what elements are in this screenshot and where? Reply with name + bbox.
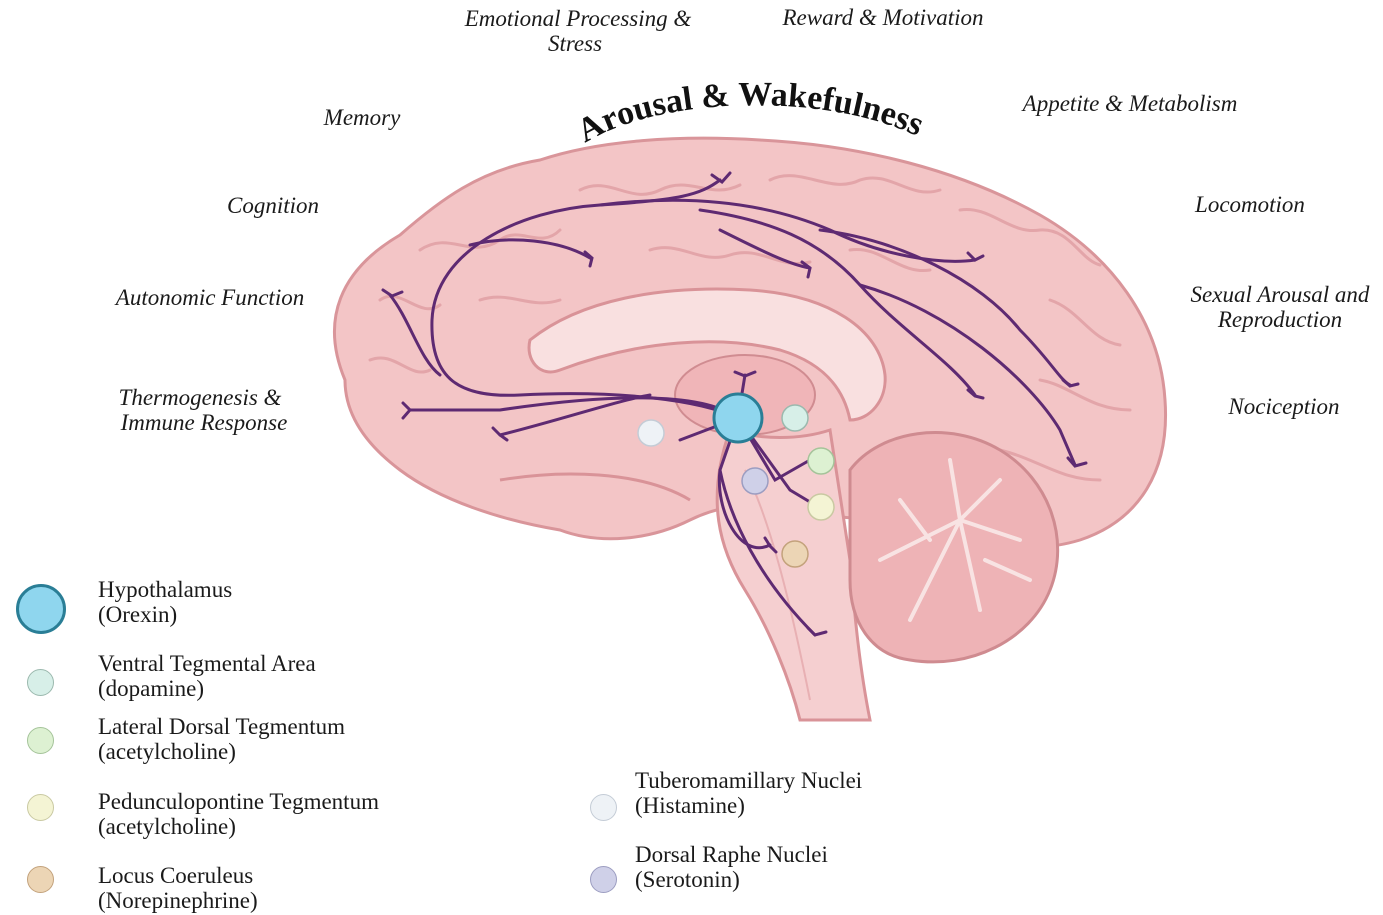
hypothalamus-node xyxy=(714,394,762,442)
label-sexual-1: Sexual Arousal and xyxy=(1191,282,1370,307)
legend-tmn: Tuberomamillary Nuclei (Histamine) xyxy=(635,768,862,818)
legend-tmn-transmitter: (Histamine) xyxy=(635,793,862,818)
tmn-node xyxy=(638,420,664,446)
legend-vta: Ventral Tegmental Area (dopamine) xyxy=(98,651,316,701)
legend-ldt-swatch xyxy=(27,727,54,754)
legend-vta-transmitter: (dopamine) xyxy=(98,676,316,701)
legend-lc: Locus Coeruleus (Norepinephrine) xyxy=(98,863,258,913)
legend-ldt: Lateral Dorsal Tegmentum (acetylcholine) xyxy=(98,714,345,764)
label-reward: Reward & Motivation xyxy=(781,5,983,30)
label-autonomic: Autonomic Function xyxy=(114,285,304,310)
legend-ppt: Pedunculopontine Tegmentum (acetylcholin… xyxy=(98,789,379,839)
label-thermo-1: Thermogenesis & xyxy=(119,385,282,410)
ldt-node xyxy=(808,448,834,474)
legend-tmn-swatch xyxy=(590,794,617,821)
label-emotional-2: Stress xyxy=(548,31,602,56)
legend-hypothalamus-swatch xyxy=(16,584,66,634)
legend-drn-transmitter: (Serotonin) xyxy=(635,867,828,892)
label-sexual-2: Reproduction xyxy=(1217,307,1342,332)
label-nociception: Nociception xyxy=(1227,394,1339,419)
legend-drn: Dorsal Raphe Nuclei (Serotonin) xyxy=(635,842,828,892)
ppt-node xyxy=(808,494,834,520)
label-cognition: Cognition xyxy=(227,193,319,218)
label-emotional-1: Emotional Processing & xyxy=(464,6,692,31)
label-locomotion: Locomotion xyxy=(1194,192,1305,217)
legend-ppt-name: Pedunculopontine Tegmentum xyxy=(98,789,379,814)
drn-node xyxy=(742,468,768,494)
legend-drn-name: Dorsal Raphe Nuclei xyxy=(635,842,828,867)
legend-drn-swatch xyxy=(590,866,617,893)
lc-node xyxy=(782,541,808,567)
legend-hypothalamus: Hypothalamus (Orexin) xyxy=(98,577,232,627)
legend-ppt-swatch xyxy=(27,794,54,821)
legend-vta-name: Ventral Tegmental Area xyxy=(98,651,316,676)
vta-node xyxy=(782,405,808,431)
legend-tmn-name: Tuberomamillary Nuclei xyxy=(635,768,862,793)
label-appetite: Appetite & Metabolism xyxy=(1021,91,1238,116)
label-thermo-2: Immune Response xyxy=(120,410,288,435)
legend-lc-swatch xyxy=(27,866,54,893)
label-memory: Memory xyxy=(323,105,401,130)
legend-hypothalamus-name: Hypothalamus xyxy=(98,577,232,602)
legend-ppt-transmitter: (acetylcholine) xyxy=(98,814,379,839)
legend-ldt-name: Lateral Dorsal Tegmentum xyxy=(98,714,345,739)
legend-lc-name: Locus Coeruleus xyxy=(98,863,258,888)
legend-ldt-transmitter: (acetylcholine) xyxy=(98,739,345,764)
legend-vta-swatch xyxy=(27,669,54,696)
legend-hypothalamus-transmitter: (Orexin) xyxy=(98,602,232,627)
legend-lc-transmitter: (Norepinephrine) xyxy=(98,888,258,913)
